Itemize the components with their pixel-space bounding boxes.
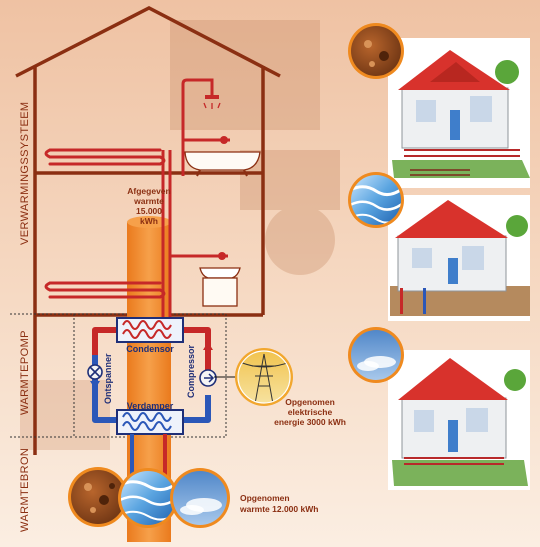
riser-pipes bbox=[161, 88, 185, 330]
label-verwarmingssysteem: VERWARMINGSSYSTEEM bbox=[19, 102, 31, 246]
source-energy-label: Opgenomen warmte 12.000 kWh bbox=[239, 493, 318, 514]
condensor-coil bbox=[116, 317, 184, 343]
heat-column-top bbox=[127, 216, 171, 228]
sink-icon bbox=[170, 252, 241, 307]
soil-circle-right bbox=[348, 23, 404, 79]
air-circle-right bbox=[348, 327, 404, 383]
floor-heating-upper bbox=[44, 148, 166, 166]
water-circle bbox=[118, 468, 178, 528]
verdamper-label: Verdamper bbox=[127, 401, 174, 411]
compressor-label: Compressor bbox=[186, 344, 196, 398]
house-illustration-water bbox=[390, 200, 530, 316]
tap-icon bbox=[183, 136, 230, 144]
flow-arrow-left bbox=[90, 381, 100, 389]
expansion-valve-icon bbox=[87, 364, 103, 380]
soil-circle bbox=[68, 467, 128, 527]
electric-line-3: energie 3000 kWh bbox=[274, 417, 346, 427]
bathtub-icon bbox=[184, 151, 261, 177]
afgegeven-label: Afgegeven warmte 15.000 kWh bbox=[127, 186, 170, 226]
verdamper-coil bbox=[116, 409, 184, 435]
house-illustration-air bbox=[392, 358, 528, 486]
electric-energy-label: Opgenomen elektrische energie 3000 kWh bbox=[274, 397, 346, 427]
label-warmtepomp: WARMTEPOMP bbox=[19, 330, 31, 415]
ontspanner-label: Ontspanner bbox=[103, 353, 113, 404]
electric-line-2: elektrische bbox=[288, 407, 333, 417]
water-circle-right bbox=[348, 172, 404, 228]
afgegeven-line-3: 15.000 bbox=[136, 206, 162, 216]
electric-line-1: Opgenomen bbox=[285, 397, 335, 407]
refrigerant-circuit bbox=[92, 327, 211, 423]
air-circle bbox=[170, 468, 230, 528]
condensor-label: Condensor bbox=[126, 344, 174, 354]
source-line-2: warmte 12.000 kWh bbox=[239, 504, 318, 514]
afgegeven-line-2: warmte bbox=[133, 196, 164, 206]
floor-heating-lower bbox=[44, 281, 166, 299]
house-illustration-soil bbox=[392, 50, 530, 178]
shower-icon bbox=[181, 78, 221, 109]
compressor-icon bbox=[199, 369, 217, 387]
afgegeven-line-1: Afgegeven bbox=[127, 186, 170, 196]
afgegeven-line-4: kWh bbox=[140, 216, 158, 226]
electricity-circle bbox=[235, 348, 293, 406]
label-warmtebron: WARMTEBRON bbox=[19, 448, 31, 532]
source-line-1: Opgenomen bbox=[240, 493, 290, 503]
flow-arrow-right bbox=[203, 342, 213, 350]
